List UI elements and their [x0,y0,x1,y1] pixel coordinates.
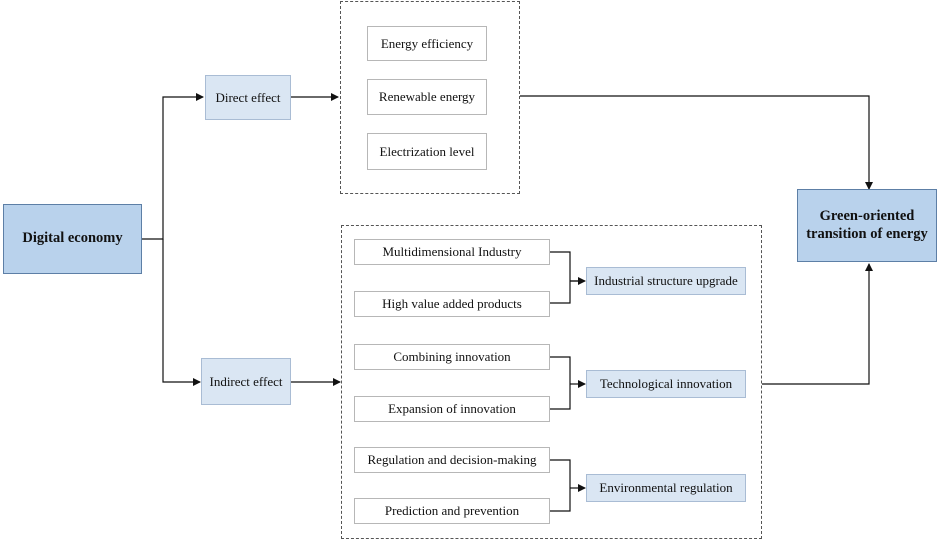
energy-efficiency-node: Energy efficiency [367,26,487,61]
technological-innovation-node: Technological innovation [586,370,746,398]
combining-innovation-node: Combining innovation [354,344,550,370]
direct-effect-node: Direct effect [205,75,291,120]
industrial-structure-upgrade-node: Industrial structure upgrade [586,267,746,295]
environmental-regulation-node: Environmental regulation [586,474,746,502]
multidimensional-industry-node: Multidimensional Industry [354,239,550,265]
renewable-energy-node: Renewable energy [367,79,487,115]
indirect-effect-group [341,225,762,539]
indirect-effect-node: Indirect effect [201,358,291,405]
merge-bracket-environmental [550,459,571,512]
high-value-products-node: High value added products [354,291,550,317]
arrow-indirect-group-to-target [762,263,873,385]
regulation-decision-making-node: Regulation and decision-making [354,447,550,473]
merge-bracket-technological [550,356,571,410]
electrization-level-node: Electrization level [367,133,487,170]
green-transition-node: Green-oriented transition of energy [797,189,937,262]
arrow-to-indirect-effect [162,239,201,386]
direct-effect-group [340,1,520,194]
arrow-to-direct-effect [142,93,204,240]
arrow-direct-group-to-target [520,95,873,190]
digital-economy-node: Digital economy [3,204,142,274]
expansion-of-innovation-node: Expansion of innovation [354,396,550,422]
prediction-prevention-node: Prediction and prevention [354,498,550,524]
